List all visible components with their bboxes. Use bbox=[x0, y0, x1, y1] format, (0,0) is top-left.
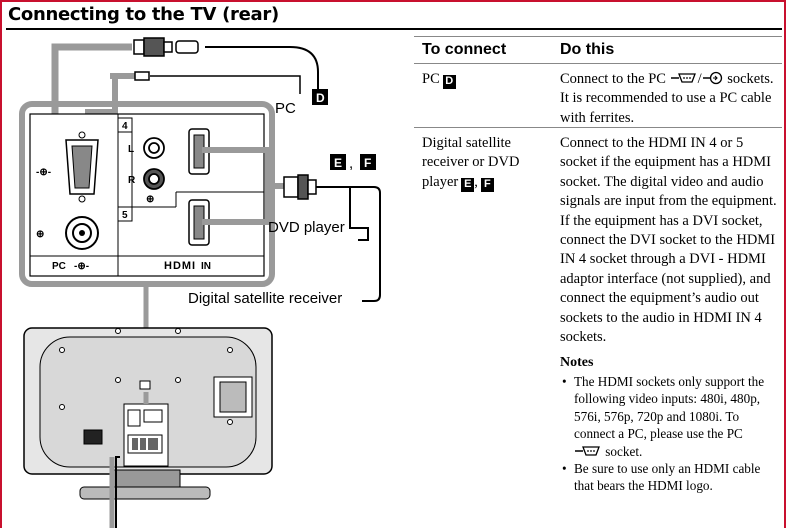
panel-pc-icon: -⊕- bbox=[74, 261, 89, 272]
port-l-label: L bbox=[128, 144, 134, 155]
table-header: To connect Do this bbox=[414, 36, 782, 64]
tag-e: E bbox=[334, 156, 342, 170]
port-5-label: 5 bbox=[122, 210, 128, 221]
vga-socket-icon bbox=[65, 131, 99, 203]
pc-socket-icon bbox=[575, 445, 600, 456]
row-pc-instruction: Connect to the PC / sockets. It is recom… bbox=[560, 70, 782, 128]
page-title: Connecting to the TV (rear) bbox=[8, 4, 279, 25]
row-sat-sep: , bbox=[474, 173, 478, 190]
row-sat-do: Connect to the HDMI IN 4 or 5 socket if … bbox=[560, 135, 777, 346]
row-sat-connect: Digital satellite receiver or DVD player… bbox=[422, 134, 552, 192]
header-to-connect: To connect bbox=[422, 41, 507, 58]
row-pc-do-sep: / bbox=[697, 71, 702, 87]
tv-rear-illustration bbox=[23, 327, 273, 500]
audio-in-icon: ⊕ bbox=[36, 229, 44, 240]
panel-in-label: IN bbox=[201, 261, 211, 272]
hdmi-plug-icon bbox=[283, 174, 317, 200]
panel-pc-label: PC bbox=[52, 261, 66, 272]
pc-port-icon: -⊕- bbox=[36, 167, 51, 178]
vga-plug-icon bbox=[133, 37, 199, 57]
note1-text: The HDMI sockets only support the follow… bbox=[574, 373, 765, 442]
diagram-svg: PC D -⊕- ⊕ PC -⊕- HDMI IN 4 5 L R ⊕ bbox=[19, 37, 381, 528]
title-rule bbox=[6, 28, 782, 30]
tag-d: D bbox=[316, 91, 325, 105]
panel-hdmi-label: HDMI bbox=[164, 260, 196, 272]
row-sat-instruction: Connect to the HDMI IN 4 or 5 socket if … bbox=[560, 134, 782, 495]
note-item: The HDMI sockets only support the follow… bbox=[560, 373, 782, 460]
tag-f-badge: F bbox=[480, 177, 494, 192]
row-pc-do-suffix: sockets. It is recommended to use a PC c… bbox=[560, 71, 774, 126]
audio-in-icon bbox=[702, 71, 722, 85]
note1-suffix: socket. bbox=[605, 443, 643, 459]
row-pc-label: PC bbox=[422, 71, 440, 87]
pc-socket-icon bbox=[670, 73, 696, 83]
tag-f: F bbox=[364, 156, 371, 170]
tag-f-box bbox=[360, 154, 376, 170]
tag-d-box bbox=[312, 89, 328, 105]
table-row: Digital satellite receiver or DVD player… bbox=[414, 128, 782, 528]
notes-title: Notes bbox=[560, 355, 594, 371]
note-item: Be sure to use only an HDMI cable that b… bbox=[560, 460, 782, 495]
pc-label: PC bbox=[275, 100, 296, 117]
port-4-label: 4 bbox=[122, 121, 128, 132]
audio-cable-line bbox=[150, 75, 301, 94]
tag-e-box bbox=[330, 154, 346, 170]
connection-diagram: PC D -⊕- ⊕ PC -⊕- HDMI IN 4 5 L R ⊕ bbox=[0, 32, 400, 528]
row-sat-label: Digital satellite receiver or DVD player bbox=[422, 135, 520, 190]
pc-cable-line bbox=[205, 46, 319, 90]
dvd-label: DVD player bbox=[268, 219, 345, 236]
tag-e-badge: E bbox=[461, 177, 475, 192]
audio-in-icon-2: ⊕ bbox=[146, 194, 154, 205]
port-r-label: R bbox=[128, 175, 136, 186]
header-do-this: Do this bbox=[560, 41, 615, 58]
satellite-label: Digital satellite receiver bbox=[188, 290, 342, 307]
row-pc-do-prefix: Connect to the PC bbox=[560, 71, 666, 87]
tag-d-badge: D bbox=[442, 75, 456, 89]
tag-comma: , bbox=[349, 155, 353, 172]
